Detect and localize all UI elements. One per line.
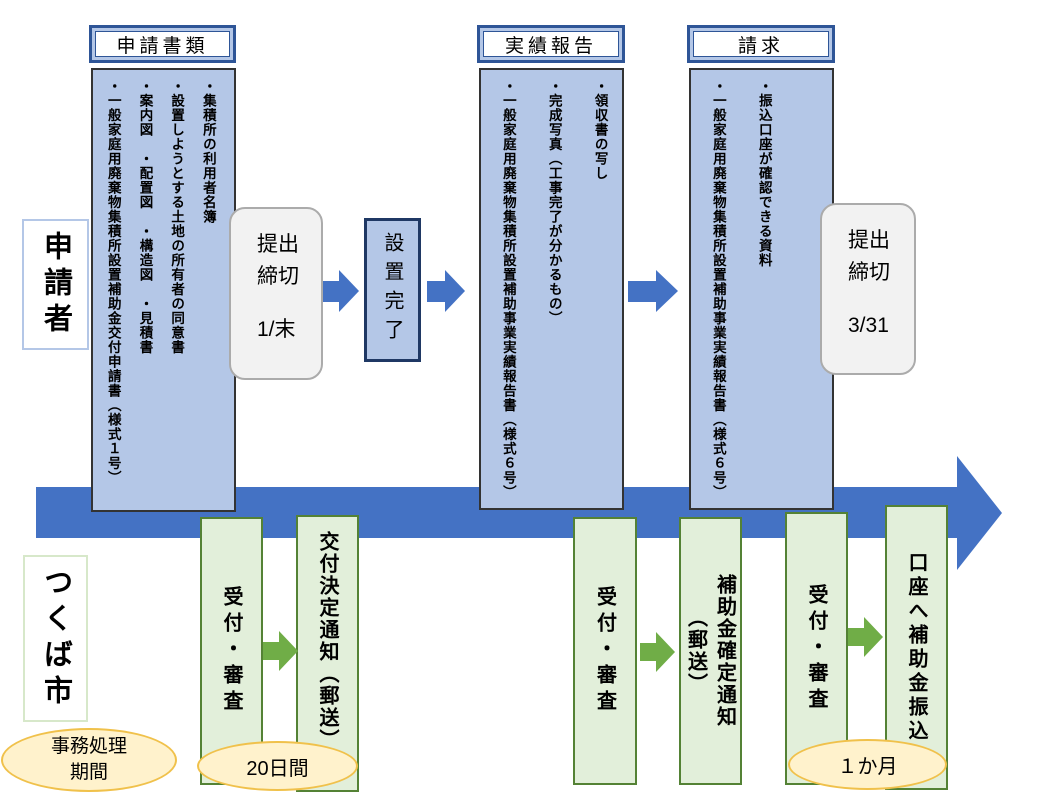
deadline-box-january: 提出締切 1/末 — [229, 207, 323, 380]
city-arrow-1-head-icon — [279, 631, 298, 671]
flow-arrow-2-head-icon — [445, 270, 465, 312]
document-list-application: ・集積所の利用者名簿 ・設置しようとする土地の所有者の同意書 ・案内図 ・配置図… — [91, 68, 236, 512]
flow-arrow-1 — [322, 281, 339, 302]
document-list-billing: ・振込口座が確認できる資料 ・一般家庭用廃棄物集積所設置補助事業実績報告書（様式… — [689, 68, 834, 510]
city-step-label: 受付・審査 — [805, 583, 827, 714]
document-item: ・設置しようとする土地の所有者の同意書 — [169, 79, 185, 355]
deadline-title: 提出締切 — [848, 229, 890, 284]
city-step-receipt-review-3: 受付・審査 — [785, 512, 848, 785]
flow-arrow-3-head-icon — [656, 270, 678, 312]
city-step-subsidy-confirmation-notice: 補助金確定通知 （郵送） — [679, 517, 742, 785]
document-item: ・案内図 ・配置図 ・構造図 ・見積書 — [137, 79, 153, 355]
deadline-title: 提出締切 — [257, 233, 299, 288]
city-arrow-3 — [848, 628, 864, 646]
deadline-date: 1/末 — [257, 318, 296, 341]
city-step-label: 交付決定通知（郵送） — [316, 531, 338, 751]
flow-arrow-1-head-icon — [339, 270, 359, 312]
city-arrow-3-head-icon — [864, 617, 883, 657]
city-arrow-2 — [640, 643, 656, 661]
processing-period-label: 事務処理期間 — [50, 736, 127, 783]
city-step-receipt-review-2: 受付・審査 — [573, 517, 637, 785]
city-step-label-main: 補助金確定通知 — [713, 574, 736, 728]
stage-header-frame: 請求 — [690, 28, 832, 60]
stage-header-performance-report: 実績報告 — [477, 25, 625, 63]
stage-header-label: 実績報告 — [483, 31, 619, 57]
document-list: ・領収書の写し ・完成写真（工事完了が分かるもの） ・一般家庭用廃棄物集積所設置… — [481, 70, 630, 508]
lane-label-applicant: 申請者 — [22, 219, 89, 350]
timeline-arrow-head-icon — [957, 456, 1002, 570]
duration-20days-badge: 20日間 — [197, 741, 358, 791]
city-step-receipt-review-1: 受付・審査 — [200, 517, 263, 785]
processing-period-badge: 事務処理期間 — [1, 728, 177, 792]
stage-header-frame: 申請書類 — [92, 28, 233, 60]
document-item: ・一般家庭用廃棄物集積所設置補助事業実績報告書（様式６号） — [500, 79, 516, 500]
stage-header-label: 申請書類 — [95, 31, 230, 57]
document-item: ・一般家庭用廃棄物集積所設置補助事業実績報告書（様式６号） — [710, 79, 726, 500]
city-step-label: 受付・審査 — [220, 586, 242, 716]
document-item: ・領収書の写し — [592, 79, 608, 181]
installation-complete-box: 設置完了 — [364, 218, 421, 362]
city-step-label: 口座へ補助金振込 — [905, 551, 927, 744]
document-list: ・集積所の利用者名簿 ・設置しようとする土地の所有者の同意書 ・案内図 ・配置図… — [93, 70, 231, 510]
duration-20days-label: 20日間 — [246, 757, 309, 780]
installation-complete-label: 設置完了 — [381, 232, 403, 348]
flow-arrow-2 — [427, 281, 445, 302]
city-arrow-1 — [263, 642, 279, 660]
city-step-label-sub: （郵送） — [684, 607, 707, 695]
flow-arrow-3 — [628, 281, 656, 302]
document-item: ・一般家庭用廃棄物集積所設置補助金交付申請書（様式１号） — [105, 79, 121, 485]
document-item: ・振込口座が確認できる資料 — [756, 79, 772, 268]
stage-header-frame: 実績報告 — [480, 28, 622, 60]
duration-1month-label: １か月 — [837, 756, 898, 778]
stage-header-application-documents: 申請書類 — [89, 25, 236, 63]
document-list-performance-report: ・領収書の写し ・完成写真（工事完了が分かるもの） ・一般家庭用廃棄物集積所設置… — [479, 68, 624, 510]
lane-label-text: 申請者 — [39, 230, 72, 339]
document-item: ・完成写真（工事完了が分かるもの） — [546, 79, 562, 326]
city-arrow-2-head-icon — [656, 632, 675, 672]
document-item: ・集積所の利用者名簿 — [200, 79, 216, 224]
city-step-label: 受付・審査 — [593, 586, 616, 716]
document-list: ・振込口座が確認できる資料 ・一般家庭用廃棄物集積所設置補助事業実績報告書（様式… — [691, 70, 794, 508]
lane-label-text: つくば市 — [39, 566, 72, 711]
deadline-date: 3/31 — [848, 314, 889, 337]
stage-header-billing: 請求 — [687, 25, 835, 63]
lane-label-city: つくば市 — [23, 555, 88, 722]
stage-header-label: 請求 — [693, 31, 829, 57]
duration-1month-badge: １か月 — [788, 739, 947, 790]
deadline-box-march: 提出締切 3/31 — [820, 203, 916, 375]
